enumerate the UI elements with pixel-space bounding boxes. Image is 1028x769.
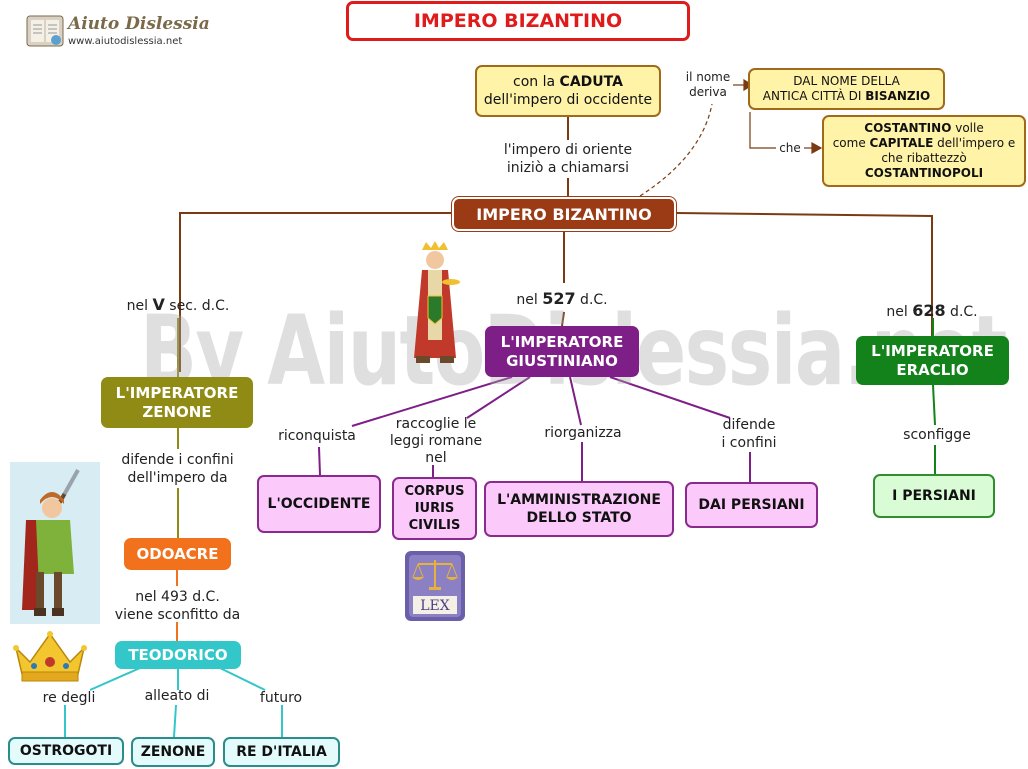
node-caduta: con la CADUTA dell'impero di occidente [475, 65, 661, 117]
nome-line2-bold: BISANZIO [865, 89, 931, 103]
justice-scales-icon: LEX [405, 551, 465, 621]
giustiniano-line1: L'IMPERATORE [500, 332, 624, 351]
n628-post: d.C. [945, 304, 978, 320]
label-che: che [779, 141, 801, 155]
label-493: nel 493 d.C. viene sconfitto da [100, 588, 255, 624]
zenone-imp-line2: ZENONE [142, 402, 212, 421]
crown-illustration [12, 628, 88, 684]
difende-impero-line1: difende i confini [121, 452, 234, 468]
node-amministrazione: L'AMMINISTRAZIONE DELLO STATO [484, 481, 674, 537]
label-il-nome-deriva: il nome deriva [680, 70, 736, 100]
label-riorganizza: riorganizza [544, 425, 622, 441]
label-raccoglie: raccoglie le leggi romane nel [384, 416, 488, 467]
difende-line2: i confini [721, 435, 777, 451]
page-title: IMPERO BIZANTINO [346, 1, 690, 41]
giustiniano-line2: GIUSTINIANO [506, 351, 618, 370]
node-nome-bisanzio: DAL NOME DELLA ANTICA CITTÀ DI BISANZIO [748, 68, 945, 110]
nome-line2-pre: ANTICA CITTÀ DI [762, 89, 866, 103]
caduta-line2: dell'impero di occidente [483, 92, 653, 108]
node-impero-bizantino: IMPERO BIZANTINO [452, 197, 676, 231]
label-futuro: futuro [259, 690, 303, 706]
costantino-rest: volle [951, 121, 984, 135]
node-teodorico: TEODORICO [115, 641, 241, 669]
emperor-illustration [404, 240, 466, 365]
n527-big: 527 [542, 289, 576, 308]
costantino-l2-rest: dell'impero e [933, 136, 1016, 150]
label-v-sec: nel V sec. d.C. [108, 296, 248, 315]
node-imperatore-zenone: L'IMPERATORE ZENONE [101, 377, 253, 428]
n493-line1: nel 493 d.C. [135, 589, 220, 605]
n527-post: d.C. [575, 292, 608, 308]
difende-line1: difende [722, 417, 776, 433]
v-sec-pre: nel [126, 298, 153, 314]
costantino-l2-bold: CAPITALE [869, 136, 934, 150]
logo-title: Aiuto Dislessia [68, 14, 210, 34]
label-difende-confini-impero: difende i confini dell'impero da [105, 451, 250, 487]
eraclio-line1: L'IMPERATORE [871, 341, 994, 360]
corpus-line3: CIVILIS [408, 518, 461, 533]
node-i-persiani: I PERSIANI [873, 474, 995, 518]
node-costantino: COSTANTINO volle come CAPITALE dell'impe… [822, 115, 1026, 187]
label-alleato-di: alleato di [144, 688, 210, 704]
corpus-line2: IURIS [414, 501, 455, 516]
node-re-italia: RE D'ITALIA [223, 737, 340, 767]
difende-impero-line2: dell'impero da [127, 470, 228, 486]
label-527: nel 527 d.C. [502, 290, 622, 309]
costantino-bold: COSTANTINO [864, 121, 952, 135]
caduta-pre: con la [513, 74, 560, 90]
impero-oriente-line1: l'impero di oriente [503, 142, 633, 158]
amministrazione-line1: L'AMMINISTRAZIONE [497, 492, 661, 508]
raccoglie-line3: nel [425, 450, 447, 466]
node-dai-persiani: DAI PERSIANI [685, 482, 818, 528]
n527-pre: nel [516, 292, 543, 308]
caduta-bold: CADUTA [559, 74, 623, 90]
v-sec-big: V [152, 295, 165, 314]
costantino-l2-pre: come [832, 136, 870, 150]
lex-label: LEX [420, 598, 450, 614]
node-zenone: ZENONE [131, 737, 215, 767]
node-ostrogoti: OSTROGOTI [8, 737, 124, 765]
n628-pre: nel [886, 304, 913, 320]
node-corpus-iuris-civilis: CORPUS IURIS CIVILIS [392, 477, 477, 540]
label-628: nel 628 d.C. [872, 302, 992, 321]
crown-icon [13, 631, 87, 682]
logo-url: www.aiutodislessia.net [68, 36, 183, 47]
costantino-l3: che ribattezzò [881, 151, 967, 165]
label-re-degli: re degli [42, 690, 96, 706]
il-nome-line2: deriva [689, 85, 727, 99]
n493-line2: viene sconfitto da [114, 607, 241, 623]
label-difende: difende i confini [710, 416, 788, 452]
node-occidente: L'OCCIDENTE [257, 475, 381, 533]
label-sconfigge: sconfigge [903, 427, 971, 443]
book-icon [26, 15, 64, 47]
label-riconquista: riconquista [278, 428, 356, 444]
n628-big: 628 [912, 301, 946, 320]
costantino-l4: COSTANTINOPOLI [864, 166, 984, 180]
node-imperatore-eraclio: L'IMPERATORE ERACLIO [856, 336, 1009, 385]
impero-oriente-line2: iniziò a chiamarsi [506, 160, 630, 176]
il-nome-line1: il nome [685, 70, 731, 84]
raccoglie-line1: raccoglie le [395, 416, 477, 432]
v-sec-post: sec. d.C. [164, 298, 230, 314]
corpus-line1: CORPUS [404, 484, 465, 499]
warrior-illustration [10, 462, 100, 624]
warrior-figure-icon [10, 462, 100, 624]
lex-scales-icon: LEX [404, 550, 466, 622]
node-odoacre: ODOACRE [124, 538, 231, 570]
label-impero-oriente: l'impero di oriente iniziò a chiamarsi [488, 141, 648, 177]
site-logo[interactable]: Aiuto Dislessia www.aiutodislessia.net [26, 13, 210, 51]
node-imperatore-giustiniano: L'IMPERATORE GIUSTINIANO [485, 326, 639, 377]
amministrazione-line2: DELLO STATO [526, 510, 632, 526]
emperor-figure-icon [414, 241, 460, 363]
eraclio-line2: ERACLIO [896, 360, 969, 379]
zenone-imp-line1: L'IMPERATORE [115, 383, 239, 402]
nome-line1: DAL NOME DELLA [793, 74, 900, 88]
raccoglie-line2: leggi romane [389, 433, 483, 449]
